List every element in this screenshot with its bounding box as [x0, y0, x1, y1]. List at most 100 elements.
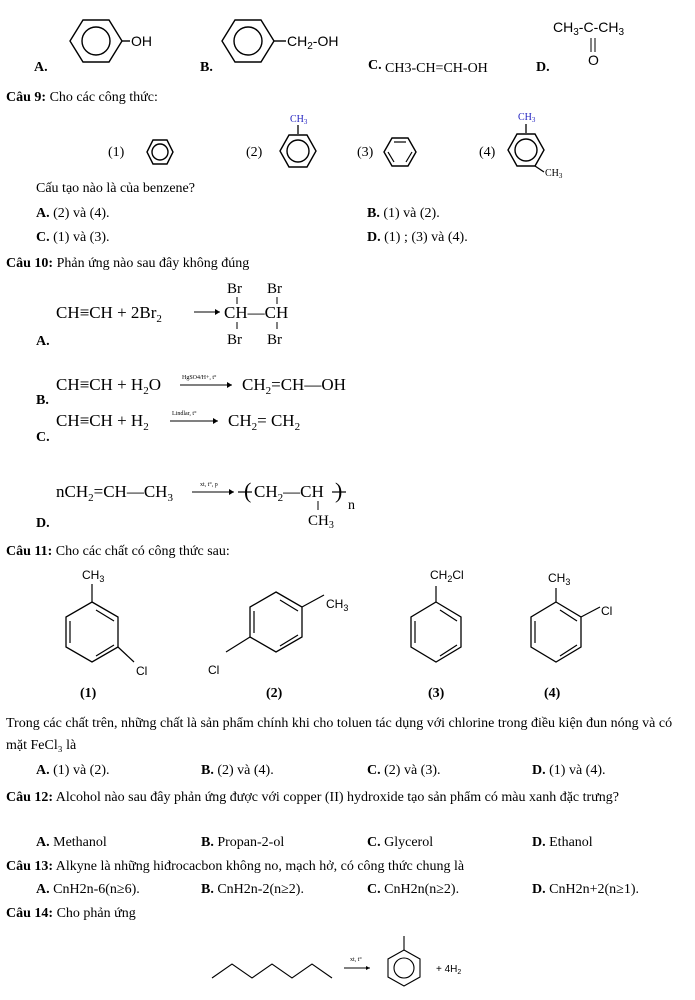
svg-text:CH2=CH—OH: CH2=CH—OH — [242, 375, 346, 397]
q9-option-c[interactable]: C. (1) và (3). — [36, 230, 110, 245]
q10a-br-3: Br — [227, 332, 242, 348]
svg-text:): ) — [335, 478, 342, 503]
q11-label-1: (1) — [80, 686, 97, 701]
q9-stem: Cho các công thức: — [49, 90, 158, 105]
q11-heading: Câu 11: Cho các chất có công thức sau: — [6, 544, 230, 560]
svg-text:CH3: CH3 — [290, 114, 308, 126]
q11-number: Câu 11: — [6, 544, 53, 559]
q11-option-d[interactable]: D. (1) và (4). — [532, 763, 606, 778]
svg-text:CH3: CH3 — [548, 571, 570, 587]
svg-text:CH2Cl: CH2Cl — [430, 568, 464, 584]
q9-structure-2: CH3 — [279, 114, 317, 168]
q13-option-d[interactable]: D. CnH2n+2(n≥1). — [532, 882, 639, 897]
q14-reaction: xt, t° + 4H2 — [211, 936, 461, 987]
q13-number: Câu 13: — [6, 859, 54, 874]
q11-option-b[interactable]: B. (2) và (4). — [201, 763, 274, 778]
q9-option-b[interactable]: B. (1) và (2). — [367, 206, 440, 221]
q8-option-d-label: D. — [536, 60, 550, 75]
q11-label-3: (3) — [428, 686, 445, 701]
q12-number: Câu 12: — [6, 790, 54, 805]
q13-option-b[interactable]: B. CnH2n-2(n≥2). — [201, 882, 304, 897]
q14-product: + 4H — [436, 964, 457, 975]
svg-text:(: ( — [244, 478, 251, 503]
q9-option-a[interactable]: A. (2) và (4). — [36, 206, 110, 221]
q10-option-d-label[interactable]: D. — [36, 516, 50, 531]
svg-text:CH3: CH3 — [308, 513, 334, 531]
q10a-br-2: Br — [267, 281, 282, 297]
benzyl-alcohol-structure: CH2-OH — [221, 19, 338, 63]
q9-ch3-b: CH — [518, 112, 532, 123]
svg-text:CH≡CH + H2: CH≡CH + H2 — [56, 411, 149, 433]
q12-option-d[interactable]: D. Ethanol — [532, 835, 593, 850]
q13-option-c[interactable]: C. CnH2n(n≥2). — [367, 882, 460, 897]
q10a-br-4: Br — [267, 332, 282, 348]
q11-structure-1: CH3 Cl — [65, 568, 147, 678]
q8-option-c-label: C. — [368, 58, 382, 73]
q9-number: Câu 9: — [6, 90, 47, 105]
q9-structure-3 — [383, 137, 417, 167]
q12-option-b[interactable]: B. Propan-2-ol — [201, 835, 285, 850]
svg-text:CH2-OH: CH2-OH — [287, 33, 338, 52]
q9-label-2: (2) — [246, 145, 263, 160]
svg-text:CH3: CH3 — [518, 112, 536, 124]
q11-stem: Cho các chất có công thức sau: — [55, 544, 230, 559]
acetone-o: O — [588, 52, 599, 68]
q9-question: Cấu tạo nào là của benzene? — [36, 181, 195, 196]
q9-ch3-c: CH — [545, 168, 559, 179]
q10-option-c-label[interactable]: C. — [36, 430, 50, 445]
q10d-condition: xt, t°, p — [200, 481, 218, 488]
q11-label-2: (2) — [266, 686, 283, 701]
q9-structure-1 — [146, 139, 174, 165]
svg-text:Cl: Cl — [601, 604, 612, 618]
svg-text:CH3: CH3 — [326, 597, 348, 613]
q9-structure-4: CH3 CH3 — [507, 112, 563, 180]
svg-text:CH3: CH3 — [545, 168, 563, 180]
benzyl-sub: 2 — [307, 41, 313, 52]
q10a-product: CH—CH — [224, 303, 288, 322]
q10a-br-1: Br — [227, 281, 242, 297]
q10-option-b-label[interactable]: B. — [36, 393, 49, 408]
acetone-structure: CH3-C-CH3 O — [553, 19, 624, 68]
q10a-lhs: CH≡CH + 2Br — [56, 303, 157, 322]
q11-text: Trong các chất trên, những chất là sản p… — [6, 716, 673, 753]
svg-text:CH2= CH2: CH2= CH2 — [228, 411, 300, 433]
q14-heading: Câu 14: Cho phản ứng — [6, 906, 136, 922]
benzyl-oh: -OH — [313, 33, 339, 49]
svg-text:CH2—CH: CH2—CH — [254, 482, 324, 504]
phenol-structure: OH — [69, 19, 152, 63]
q9-ch3-a: CH — [290, 114, 304, 125]
q9-heading: Câu 9: Cho các công thức: — [6, 90, 158, 106]
q10-reaction-c: CH≡CH + H2 Lindlar, t° CH2= CH2 — [56, 410, 300, 433]
q12-option-c[interactable]: C. Glycerol — [367, 835, 434, 850]
q8-option-b-label: B. — [200, 60, 213, 75]
q14-condition: xt, t° — [350, 956, 362, 963]
q8-option-c-formula: CH3-CH=CH-OH — [385, 61, 488, 76]
q13-option-a[interactable]: A. CnH2n-6(n≥6). — [36, 882, 140, 897]
q11-label-4: (4) — [544, 686, 561, 701]
svg-text:CH≡CH + H2O: CH≡CH + H2O — [56, 375, 161, 397]
q13-heading: Câu 13: Alkyne là những hiđrocacbon khôn… — [6, 859, 464, 875]
q11-option-a[interactable]: A. (1) và (2). — [36, 763, 110, 778]
svg-text:CH3-C-CH3: CH3-C-CH3 — [553, 19, 624, 38]
svg-text:Cl: Cl — [208, 663, 219, 677]
q9-option-d[interactable]: D. (1) ; (3) và (4). — [367, 230, 468, 245]
q10d-n: n — [348, 498, 355, 513]
q10c-condition: Lindlar, t° — [172, 410, 197, 417]
q10-option-a-label[interactable]: A. — [36, 334, 50, 349]
q10-stem: Phản ứng nào sau đây không đúng — [56, 256, 250, 271]
q9-label-1: (1) — [108, 145, 125, 160]
q12-option-a[interactable]: A. Methanol — [36, 835, 107, 850]
q11-option-c[interactable]: C. (2) và (3). — [367, 763, 441, 778]
q10-reaction-a: CH≡CH + 2Br2 Br Br CH—CH Br Br — [56, 281, 288, 348]
benzyl-ch: CH — [287, 33, 307, 49]
svg-text:CH3: CH3 — [82, 568, 104, 584]
q11-structure-3: CH2Cl — [410, 568, 464, 663]
q12-stem: Alcohol nào sau đây phản ứng được với co… — [55, 790, 619, 805]
svg-text:+ 4H2: + 4H2 — [436, 964, 461, 976]
svg-text:nCH2=CH—CH3: nCH2=CH—CH3 — [56, 482, 173, 504]
q11-structure-2: CH3 Cl — [208, 591, 348, 677]
acetone-ch: CH — [553, 19, 573, 35]
q9-label-4: (4) — [479, 145, 496, 160]
q11-structure-4: CH3 Cl — [530, 571, 612, 663]
svg-text:Cl: Cl — [136, 664, 147, 678]
